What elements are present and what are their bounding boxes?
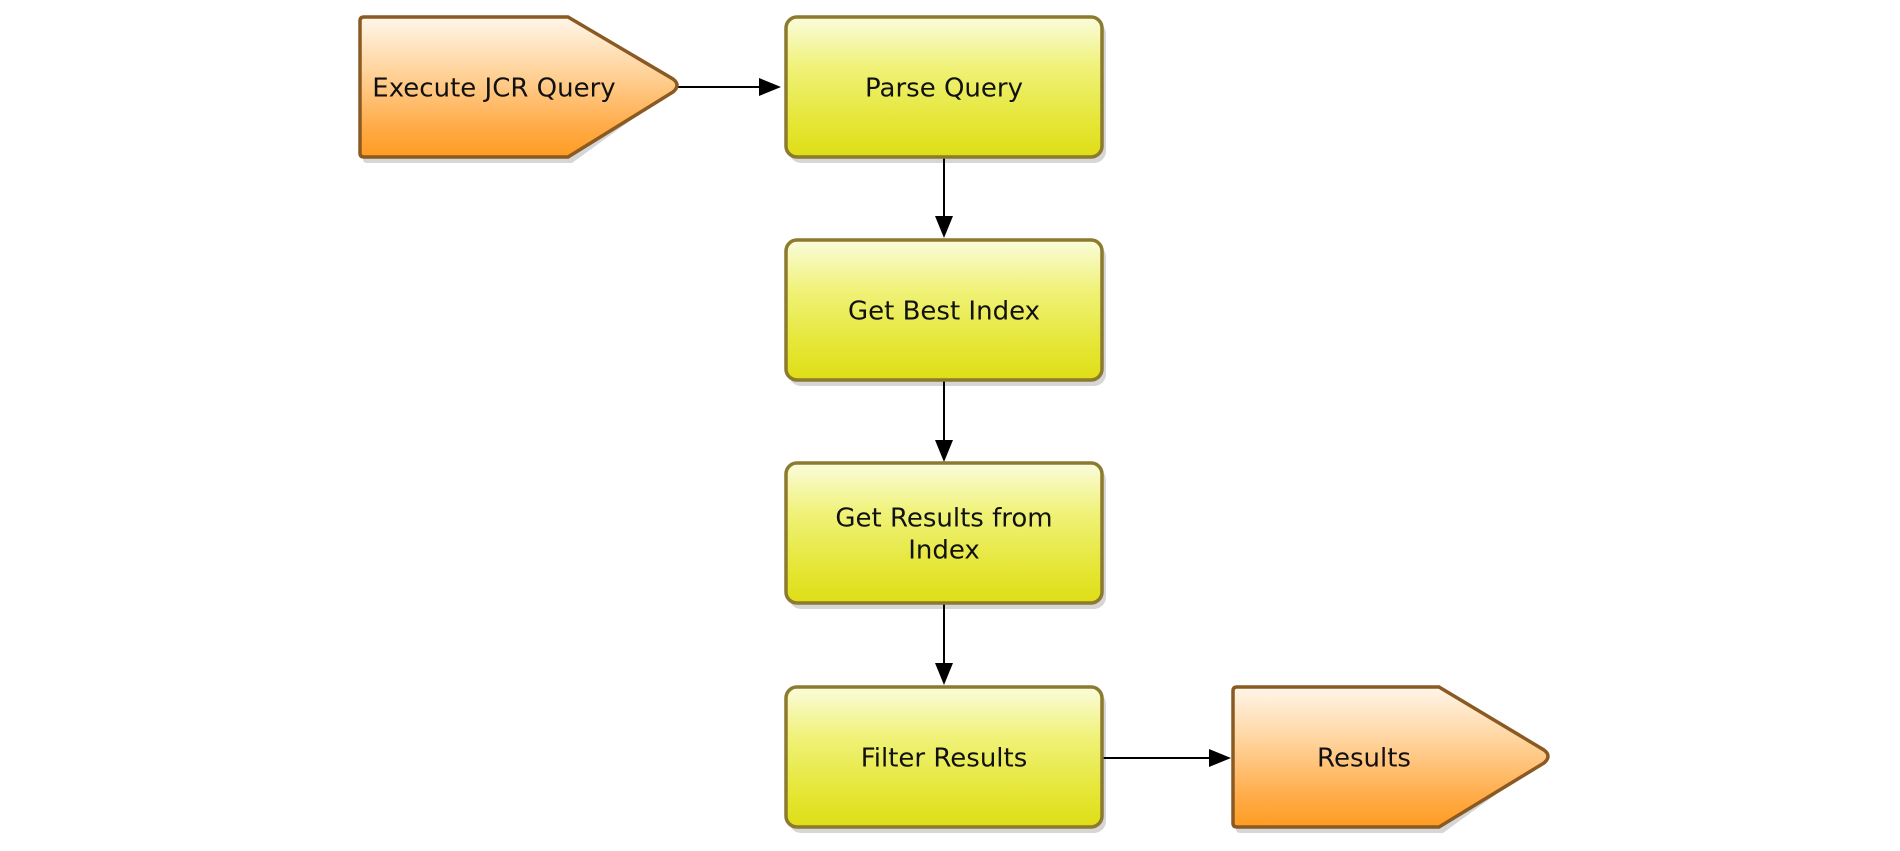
node-get-best-index[interactable]: Get Best Index	[784, 238, 1106, 386]
connector-filter-to-results	[1102, 749, 1231, 767]
node-parse-query[interactable]: Parse Query	[784, 15, 1106, 163]
connector-best-index-to-results-from-index	[935, 380, 953, 462]
node-label: Execute JCR Query	[372, 74, 615, 104]
node-results[interactable]: Results	[1231, 685, 1550, 833]
connector-results-from-index-to-filter	[935, 603, 953, 685]
node-label: Results	[1317, 744, 1411, 774]
node-filter-results[interactable]: Filter Results	[784, 685, 1106, 833]
node-label-line-2: Index	[908, 536, 980, 566]
node-execute-jcr-query[interactable]: Execute JCR Query	[358, 15, 679, 163]
node-label: Parse Query	[865, 74, 1023, 104]
node-get-results-from-index[interactable]: Get Results from Index	[784, 461, 1106, 609]
node-label: Get Best Index	[848, 297, 1040, 327]
node-label-line-1: Get Results from	[835, 504, 1052, 534]
connector-execute-to-parse	[678, 78, 781, 96]
connector-parse-to-best-index	[935, 156, 953, 238]
node-label: Filter Results	[861, 744, 1028, 774]
